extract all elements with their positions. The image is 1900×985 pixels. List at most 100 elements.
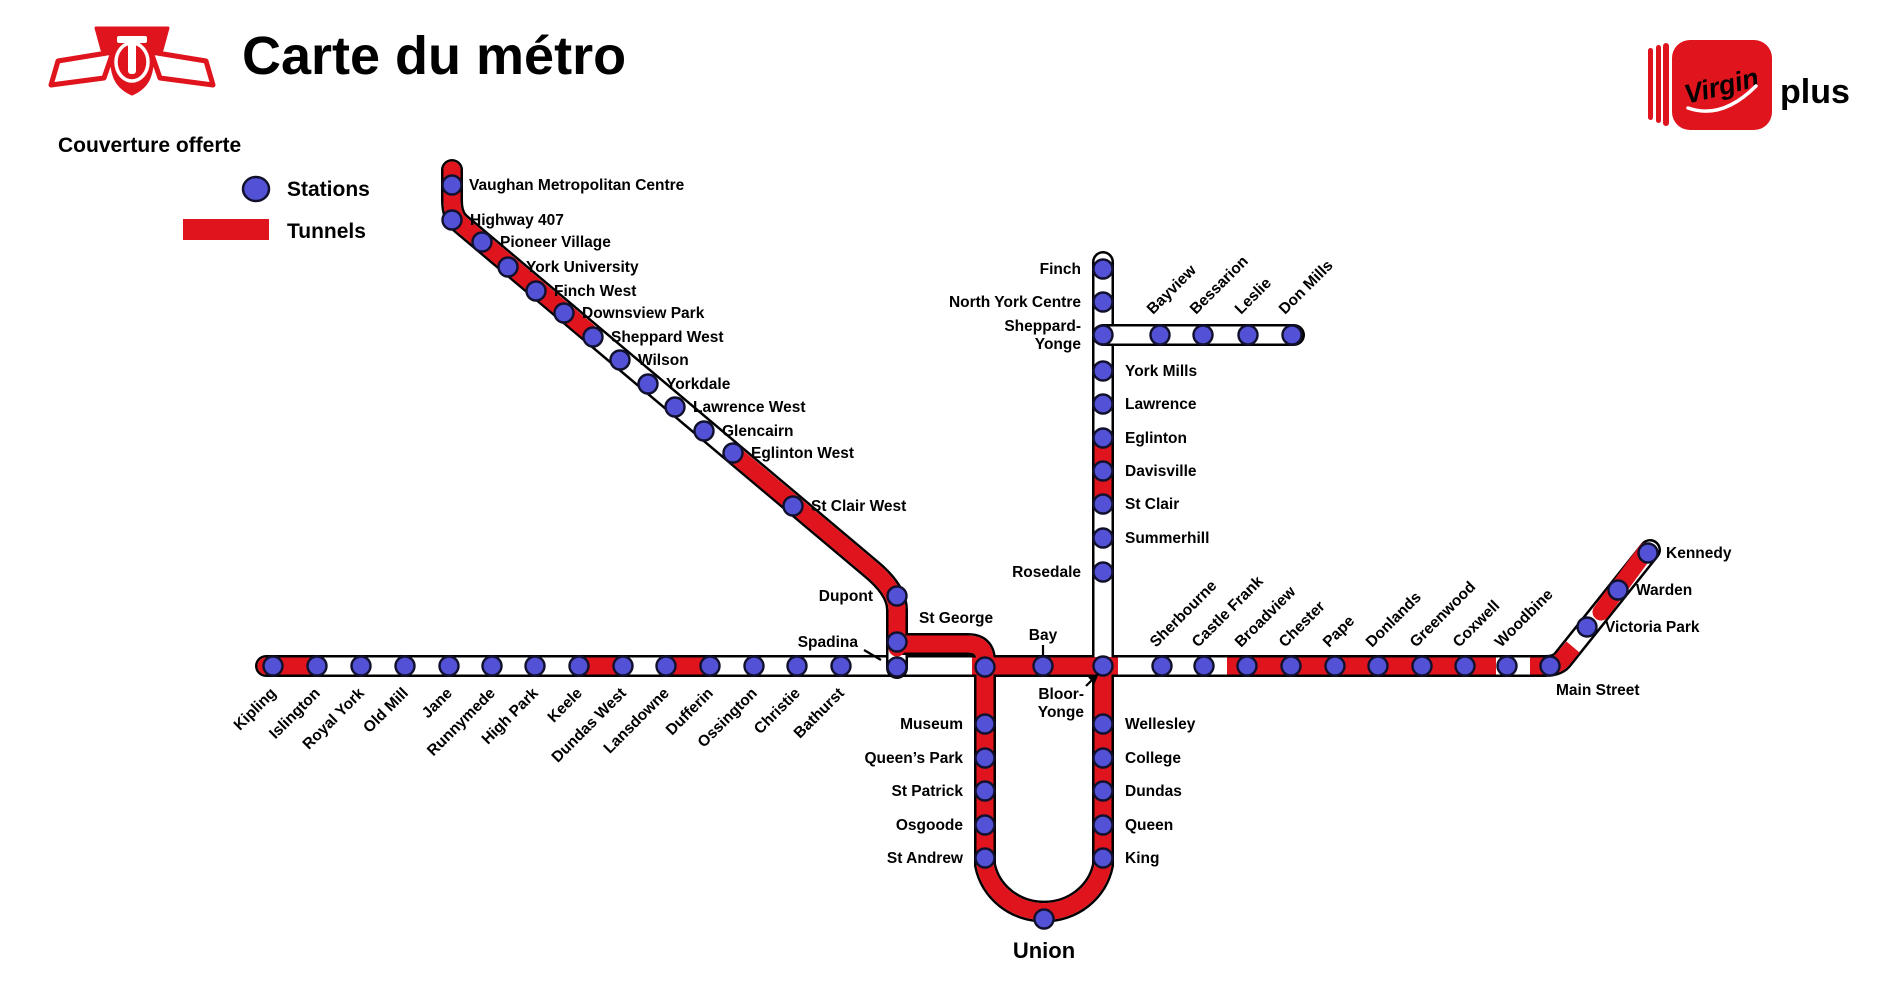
station-label-lawrence: Lawrence: [1125, 396, 1197, 413]
station-label-woodbine: Woodbine: [1492, 586, 1557, 651]
station-donlands: [1367, 655, 1389, 677]
station-warden: [1607, 579, 1629, 601]
station-glencairn: [693, 420, 715, 442]
tunnel-stgeorge-union-bloor-yonge: [903, 635, 1112, 921]
legend-tunnel-swatch: [183, 219, 269, 240]
station-eglinton: [1092, 427, 1114, 449]
station-label-keele: Keele: [545, 685, 587, 727]
station-greenwood: [1411, 655, 1433, 677]
tube-line1-university-yonge: [894, 253, 1112, 921]
station-label-bloor-yonge: Bloor-Yonge: [1038, 686, 1085, 721]
virgin-logo-stripe: [1656, 45, 1661, 123]
station-coxwell: [1454, 655, 1476, 677]
station-label-st-clair-west: St Clair West: [811, 498, 906, 515]
station-dundas-west: [612, 655, 634, 677]
station-vaughan-metropolitan-centre: [441, 174, 463, 196]
ttc-logo-right-wing: [148, 49, 216, 88]
station-sheppard-yonge: [1092, 324, 1114, 346]
station-lawrence: [1092, 393, 1114, 415]
station-ossington: [743, 655, 765, 677]
station-lansdowne: [655, 655, 677, 677]
legend: Couverture offerte Stations Tunnels: [58, 134, 370, 243]
station-college: [1092, 747, 1114, 769]
station-bayview: [1149, 324, 1171, 346]
station-label-king: King: [1125, 850, 1159, 867]
station-keele: [568, 655, 590, 677]
station-label-wellesley: Wellesley: [1125, 716, 1196, 733]
station-pioneer-village: [471, 231, 493, 253]
pointer-spadina: [863, 649, 882, 661]
station-label-queen: Queen: [1125, 817, 1173, 834]
station-label-jane: Jane: [419, 685, 456, 722]
station-label-wilson: Wilson: [638, 352, 689, 369]
station-yorkdale: [637, 373, 659, 395]
tunnel-eglinton-west-to-spadina: [724, 444, 906, 657]
legend-stations-label: Stations: [287, 178, 370, 201]
station-label-dupont: Dupont: [819, 588, 873, 605]
station-runnymede: [481, 655, 503, 677]
tube-line1-university-yonge: [892, 251, 1114, 923]
station-sheppard-west: [582, 326, 604, 348]
station-pape: [1324, 655, 1346, 677]
station-label-spadina: Spadina: [798, 634, 859, 651]
station-label-bay: Bay: [1029, 627, 1058, 644]
station-museum: [974, 713, 996, 735]
station-label-finch: Finch: [1040, 261, 1081, 278]
station-queen: [1092, 814, 1114, 836]
station-broadview: [1236, 655, 1258, 677]
station-label-glencairn: Glencairn: [722, 423, 794, 440]
station-york-university: [497, 256, 519, 278]
station-summerhill: [1092, 527, 1114, 549]
station-st-clair: [1092, 493, 1114, 515]
station-wilson: [609, 349, 631, 371]
station-label-st-patrick: St Patrick: [891, 783, 963, 800]
station-label-st-george: St George: [919, 610, 993, 627]
station-label-york-mills: York Mills: [1125, 363, 1197, 380]
virgin-plus-logo: Virgin plus: [1648, 40, 1850, 130]
station-castle-frank: [1193, 655, 1215, 677]
station-queen-s-park: [974, 747, 996, 769]
station-finch-west: [525, 280, 547, 302]
station-label-rosedale: Rosedale: [1012, 564, 1081, 581]
station-label-pioneer-village: Pioneer Village: [500, 234, 611, 251]
station-union: [1033, 908, 1055, 930]
station-dundas: [1092, 780, 1114, 802]
station-label-victoria-park: Victoria Park: [1605, 619, 1700, 636]
page-title: Carte du métro: [242, 26, 626, 86]
station-label-don-mills: Don Mills: [1276, 257, 1337, 318]
station-label-college: College: [1125, 750, 1181, 767]
virgin-logo-card: [1672, 40, 1772, 130]
virgin-logo-stripe: [1663, 43, 1669, 126]
tunnel-segments: [257, 161, 1655, 921]
station-main-street: [1539, 655, 1561, 677]
ttc-logo-icon: [48, 26, 216, 96]
station-woodbine: [1496, 655, 1518, 677]
station-label-york-university: York University: [526, 259, 639, 276]
station-label-old-mill: Old Mill: [360, 685, 412, 737]
station-label-dundas: Dundas: [1125, 783, 1182, 800]
station-jane: [438, 655, 460, 677]
station-dupont: [886, 585, 908, 607]
station-north-york-centre: [1092, 291, 1114, 313]
station-label-st-clair: St Clair: [1125, 496, 1179, 513]
station-eglinton-west: [722, 442, 744, 464]
legend-station-swatch: [241, 175, 271, 203]
station-bloor-yonge: [1092, 655, 1114, 677]
station-st-patrick: [974, 780, 996, 802]
station-bessarion: [1192, 324, 1214, 346]
station-leslie: [1237, 324, 1259, 346]
station-label-summerhill: Summerhill: [1125, 530, 1209, 547]
station-old-mill: [394, 655, 416, 677]
station-downsview-park: [553, 302, 575, 324]
station-markers: [262, 174, 1659, 930]
station-royal-york: [350, 655, 372, 677]
station-kipling: [262, 655, 284, 677]
station-dufferin: [699, 655, 721, 677]
station-label-north-york-centre: North York Centre: [949, 294, 1081, 311]
station-st-george: [974, 656, 996, 678]
station-label-yorkdale: Yorkdale: [666, 376, 731, 393]
station-label-lawrence-west: Lawrence West: [693, 399, 806, 416]
label-pointers: [863, 645, 1100, 687]
station-high-park: [524, 655, 546, 677]
